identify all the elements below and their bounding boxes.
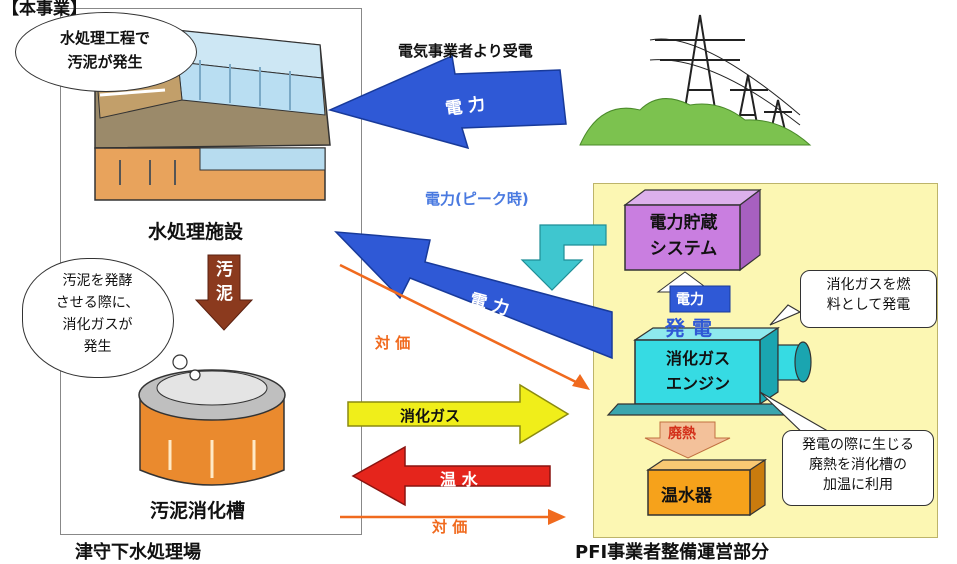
power-storage-cube	[623, 188, 762, 272]
callout-fuel: 消化ガスを燃 料として発電	[800, 270, 937, 328]
payment-top-label: 対 価	[375, 334, 411, 352]
generation-label: 発 電	[665, 316, 712, 340]
water-treatment-label: 水処理施設	[148, 221, 244, 243]
sludge-down-arrow	[194, 254, 254, 331]
payment-bottom-label: 対 価	[432, 518, 468, 536]
gas-engine-label: 消化ガス エンジン	[665, 349, 730, 393]
speech-bubble-sludge	[15, 12, 197, 92]
callout-heat: 発電の際に生じる 廃熱を消化槽の 加温に利用	[782, 430, 934, 506]
peak-power-arrow	[520, 224, 607, 291]
sludge-vertical-label: 汚泥	[216, 260, 233, 304]
power-top-arrow	[327, 54, 567, 150]
power-peak-caption: 電力(ピーク時)	[425, 190, 529, 208]
waste-heat-label: 廃熱	[668, 426, 696, 442]
bubble-gas-text: 汚泥を発酵 させる際に、 消化ガスが 発生	[55, 273, 140, 355]
power-up-label: 電力	[676, 292, 704, 308]
hot-water-label: 温 水	[440, 470, 478, 489]
bubble-sludge-text: 水処理工程で 汚泥が発生	[59, 29, 150, 71]
section-title: 【本事業】	[2, 0, 87, 19]
speech-bubble-gas	[22, 258, 174, 378]
digestion-gas-arrow	[347, 383, 570, 445]
hot-water-arrow	[351, 445, 551, 507]
digestion-gas-label: 消化ガス	[400, 407, 461, 425]
power-middle-arrow	[334, 231, 613, 360]
water-treatment-building-icon	[94, 29, 331, 201]
right-footer-label: PFI事業者整備運営部分	[575, 542, 770, 563]
water-heater-box	[646, 458, 767, 517]
water-heater-label: 温水器	[661, 486, 712, 506]
gas-engine-cube	[606, 326, 812, 416]
storage-system-label: 電力貯蔵 システム	[649, 213, 718, 259]
digester-label: 汚泥消化槽	[150, 500, 246, 522]
left-footer-label: 津守下水処理場	[75, 542, 201, 563]
hill-icon	[579, 98, 812, 146]
from-utility-caption: 電気事業者より受電	[398, 42, 533, 60]
digester-tank-icon	[138, 369, 286, 486]
